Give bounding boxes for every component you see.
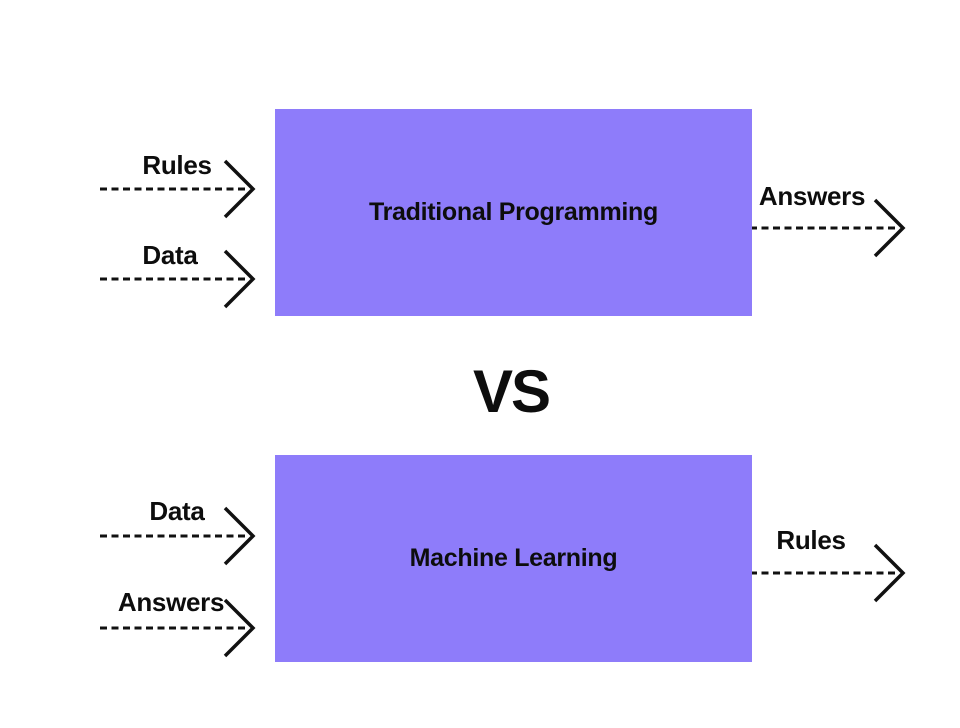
machine-learning-box: Machine Learning [275, 455, 752, 662]
dashed-arrow-icon [100, 598, 256, 658]
vs-divider-label: VS [472, 358, 551, 425]
traditional-programming-box-label: Traditional Programming [369, 198, 658, 226]
input-label-answers: Answers [117, 587, 225, 617]
dashed-arrow-icon [100, 506, 256, 566]
dashed-arrow-icon [100, 249, 256, 309]
input-label-rules: Rules [142, 150, 212, 180]
dashed-arrow-icon [100, 159, 256, 219]
traditional-programming-box: Traditional Programming [275, 109, 752, 316]
output-label-rules: Rules [776, 525, 846, 555]
dashed-arrow-icon [750, 198, 906, 258]
input-label-data: Data [142, 240, 198, 270]
input-label-data: Data [149, 496, 205, 526]
dashed-arrow-icon [750, 543, 906, 603]
machine-learning-box-label: Machine Learning [409, 544, 618, 572]
output-label-answers: Answers [758, 181, 866, 211]
